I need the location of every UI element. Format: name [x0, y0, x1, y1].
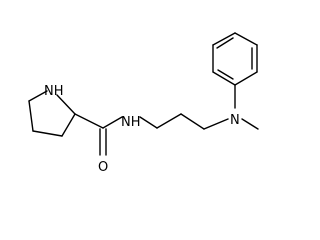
carbonyl-oxygen-label: O	[98, 160, 108, 175]
pyrrolidine-ring	[28, 90, 76, 137]
bond-ring-n-c2	[56, 94, 76, 115]
aniline-nitrogen-label: N	[230, 113, 240, 128]
bond-ph-3	[234, 32, 258, 46]
propyl-chain	[139, 113, 229, 130]
phenyl-ring	[212, 32, 258, 86]
bond-ph-1	[234, 71, 258, 86]
bond-ch2-ch2-2	[180, 113, 205, 130]
bond-ring-c5-n	[28, 90, 48, 102]
bond-ph-6	[212, 71, 236, 86]
bond-carbonyl-amide-n	[102, 116, 123, 129]
molecule-canvas: NH NH O N	[28, 32, 259, 175]
bond-ring-c3-c4	[32, 130, 63, 137]
bond-ch2-ch2	[156, 113, 182, 129]
chemical-structure: NH NH O N	[28, 32, 259, 175]
bond-ch2-aniline-n	[203, 118, 229, 130]
bond-ph-4	[212, 32, 236, 46]
ring-nh-label: NH	[44, 84, 64, 99]
carbonyl-double-bond	[99, 128, 107, 156]
bond-n-methyl	[241, 118, 259, 130]
bond-c2-carbonyl	[74, 113, 104, 129]
bond-ring-c2-c3	[61, 113, 76, 137]
bond-ph-inner-3	[217, 69, 234, 80]
bond-amide-n-ch2	[139, 116, 158, 129]
bond-ring-c4-c5	[28, 100, 34, 132]
bond-ph-inner-2	[216, 37, 234, 49]
amide-nh-label: NH	[121, 115, 141, 130]
